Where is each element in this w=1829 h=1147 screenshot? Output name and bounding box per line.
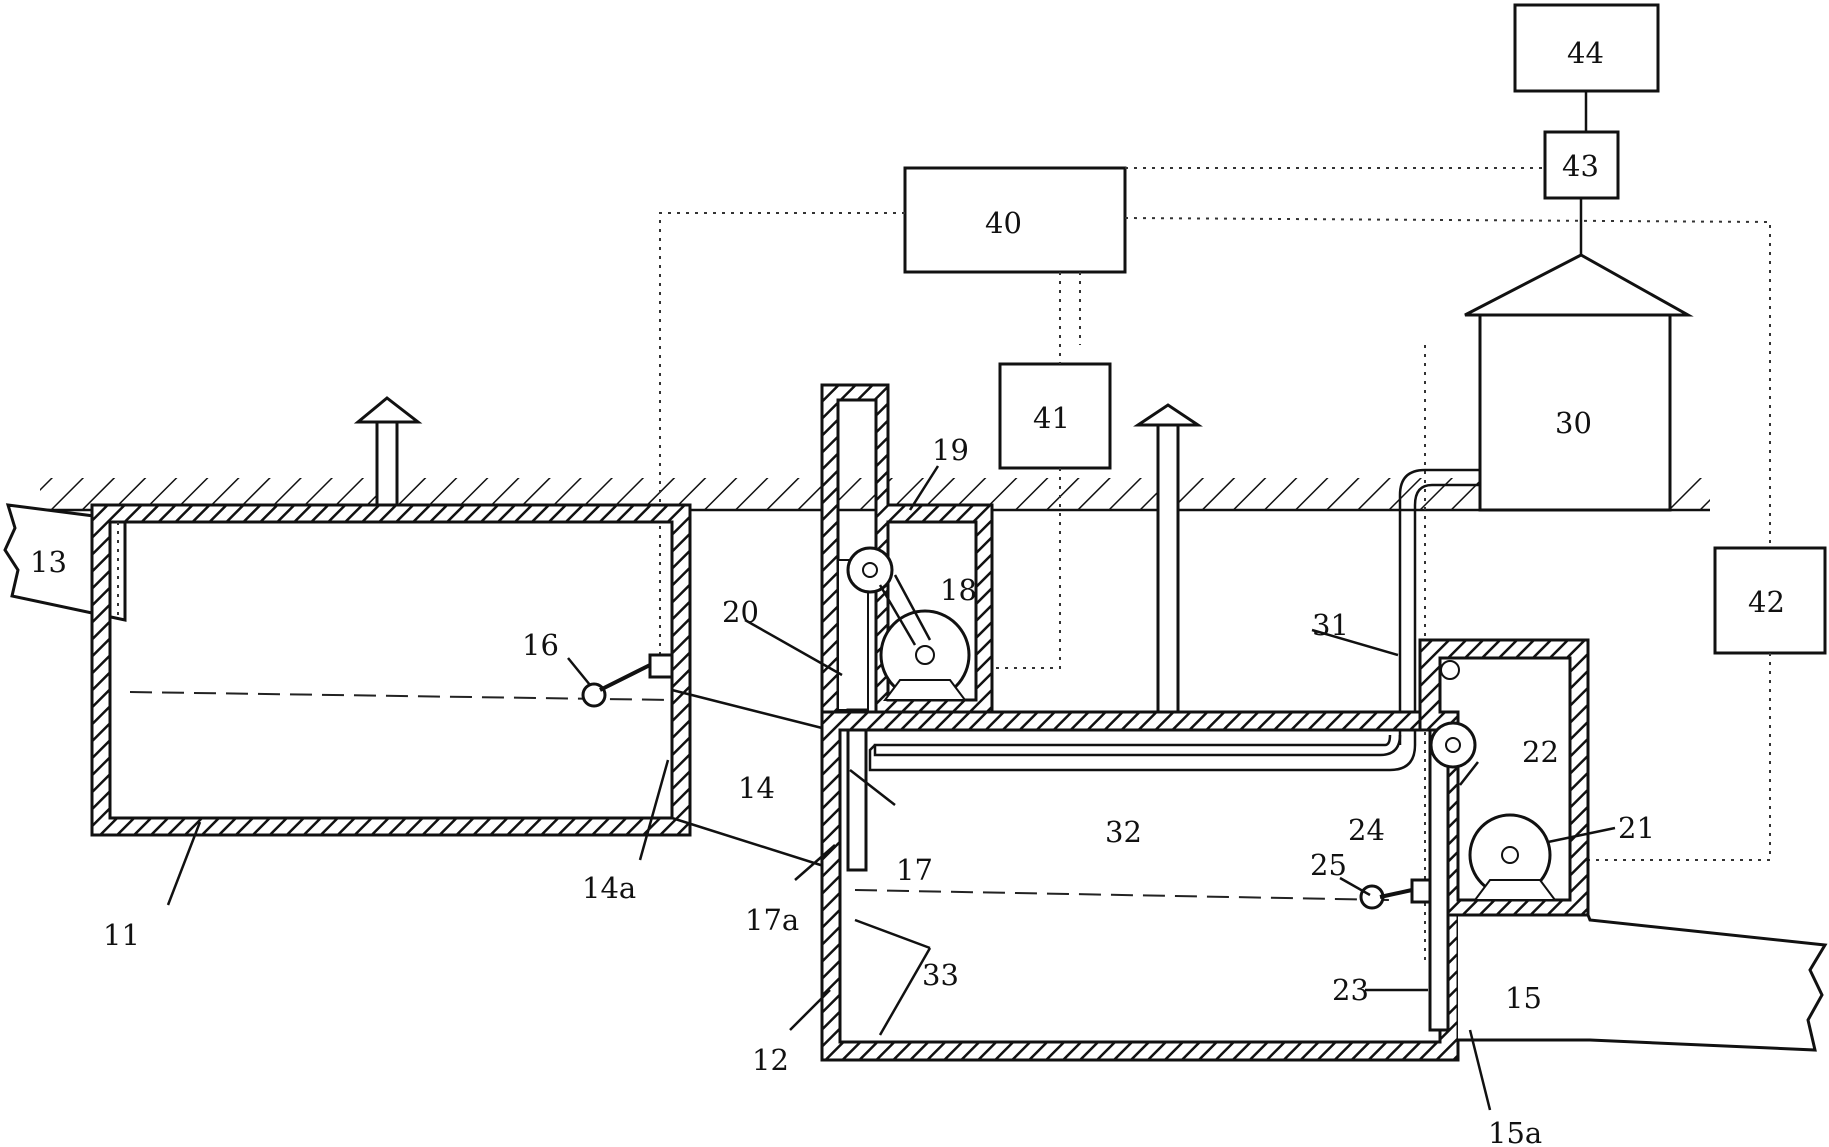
label-14a: 14a: [582, 871, 636, 905]
label-15a: 15a: [1488, 1116, 1542, 1147]
label-43: 43: [1562, 149, 1599, 183]
box-42: [1713, 546, 1827, 655]
box-41: [998, 362, 1112, 470]
label-40: 40: [985, 206, 1022, 240]
label-12: 12: [752, 1043, 789, 1077]
label-41: 41: [1033, 401, 1070, 435]
vent-right: [1133, 403, 1203, 719]
connecting-pipe-14: [670, 688, 831, 870]
label-18: 18: [940, 573, 977, 607]
label-11: 11: [103, 918, 140, 952]
label-30: 30: [1555, 406, 1592, 440]
drain-pipe: [868, 468, 1480, 772]
label-23: 23: [1332, 973, 1369, 1007]
house: [1464, 253, 1694, 512]
label-44: 44: [1567, 36, 1604, 70]
box-40: [903, 166, 1127, 274]
outflow-pipe-15: [1458, 913, 1828, 1052]
label-17a: 17a: [745, 903, 799, 937]
labels: 13 11 16 14 14a 20 19 18 17 17a 33 12 32…: [30, 36, 1785, 1147]
float-25: [1359, 878, 1432, 910]
label-24: 24: [1348, 813, 1385, 847]
label-13: 13: [30, 545, 67, 579]
label-25: 25: [1310, 848, 1347, 882]
box-44: [1513, 3, 1660, 93]
label-17: 17: [896, 853, 933, 887]
label-19: 19: [932, 433, 969, 467]
label-33: 33: [922, 958, 959, 992]
label-22: 22: [1522, 735, 1559, 769]
label-15: 15: [1505, 981, 1542, 1015]
label-42: 42: [1748, 585, 1785, 619]
float-16: [581, 653, 674, 708]
label-20: 20: [722, 595, 759, 629]
right-gate-tower: [1418, 638, 1590, 1032]
vent-left: [353, 396, 423, 507]
tank-12: [820, 710, 1460, 1062]
label-16: 16: [522, 628, 559, 662]
control-boxes: [903, 3, 1827, 655]
leader-lines: [166, 465, 1616, 1111]
gate-tower: [820, 383, 994, 872]
tank-11: [90, 503, 692, 837]
label-32: 32: [1105, 815, 1142, 849]
label-31: 31: [1312, 608, 1349, 642]
label-21: 21: [1618, 811, 1655, 845]
label-14: 14: [738, 771, 775, 805]
